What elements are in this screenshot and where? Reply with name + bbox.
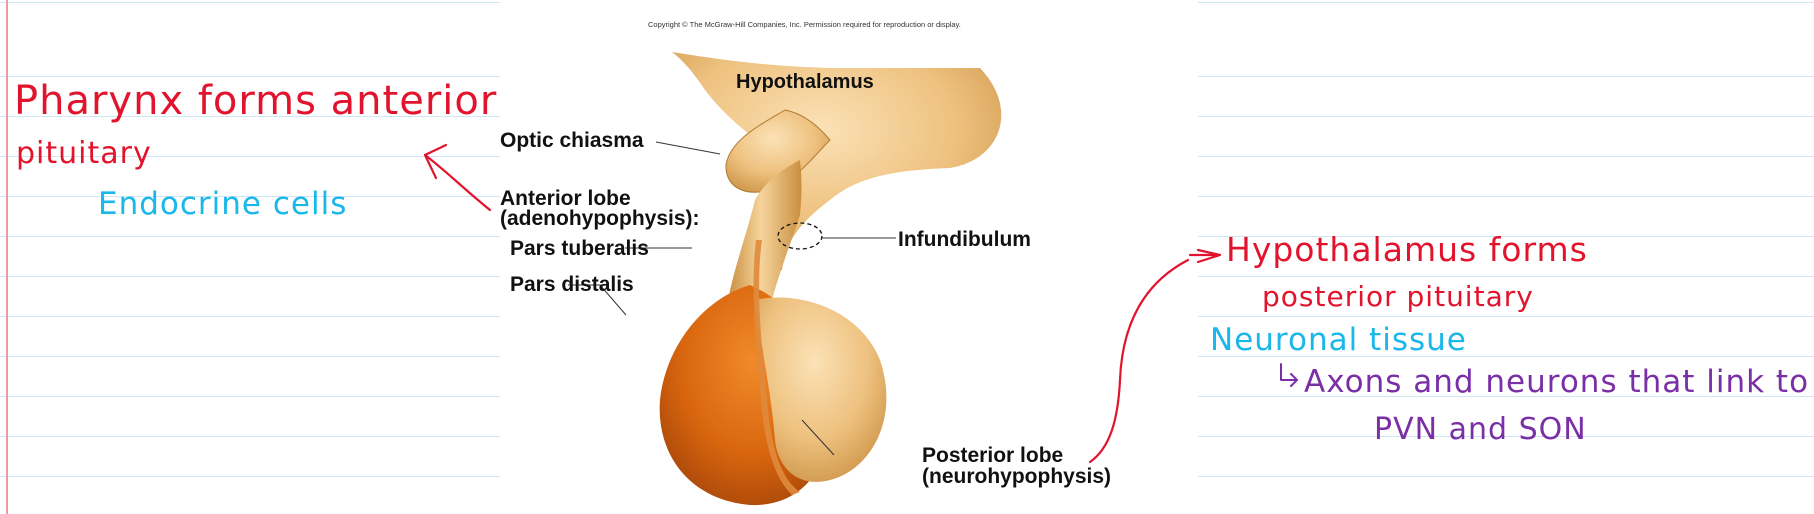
right-arrow-head xyxy=(1188,248,1222,264)
pituitary-illustration xyxy=(568,52,1002,506)
label-pars-tuberalis: Pars tuberalis xyxy=(510,237,649,260)
left-arrow-line xyxy=(423,153,492,212)
posterior-lobe-shape xyxy=(755,297,887,482)
note-endocrine-cells: Endocrine cells xyxy=(98,186,348,222)
label-pars-distalis: Pars distalis xyxy=(510,273,634,296)
leader-posterior-lobe xyxy=(801,419,835,456)
note-axons-line1: Axons and neurons that link to xyxy=(1304,364,1810,400)
hypothalamus-tissue xyxy=(672,52,1002,272)
leader-optic-chiasma xyxy=(655,141,721,155)
label-infundibulum: Infundibulum xyxy=(898,228,1031,251)
note-hypothalamus-line1: Hypothalamus forms xyxy=(1226,230,1588,269)
label-neurohypophysis: (neurohypophysis) xyxy=(922,465,1112,488)
note-hypothalamus-line2: posterior pituitary xyxy=(1262,280,1534,313)
pituitary-diagram: Copyright © The McGraw-Hill Companies, I… xyxy=(500,0,1198,514)
label-optic-chiasma: Optic chiasma xyxy=(500,129,644,152)
margin-line xyxy=(6,0,8,514)
label-anterior-lobe: Anterior lobe xyxy=(500,187,631,210)
label-adenohypophysis: (adenohypophysis): xyxy=(500,207,700,230)
left-arrow-head xyxy=(423,143,448,180)
leader-pars-distalis-3 xyxy=(568,284,627,316)
infundibulum-stalk xyxy=(728,160,802,300)
infundibulum-highlight xyxy=(777,222,823,250)
pars-tuberalis-strip xyxy=(753,240,800,495)
detail-arrow xyxy=(1280,363,1298,387)
copyright-notice: Copyright © The McGraw-Hill Companies, I… xyxy=(648,20,961,29)
right-arrow-line xyxy=(1088,258,1190,464)
note-pharynx-line2: pituitary xyxy=(16,136,152,171)
note-pharynx-line1: Pharynx forms anterior xyxy=(14,78,498,124)
note-axons-line2: PVN and SON xyxy=(1374,412,1587,447)
note-neuronal-tissue: Neuronal tissue xyxy=(1210,322,1467,358)
label-hypothalamus: Hypothalamus xyxy=(736,71,874,93)
label-posterior-lobe-page: Posterior lobe xyxy=(922,444,1064,467)
